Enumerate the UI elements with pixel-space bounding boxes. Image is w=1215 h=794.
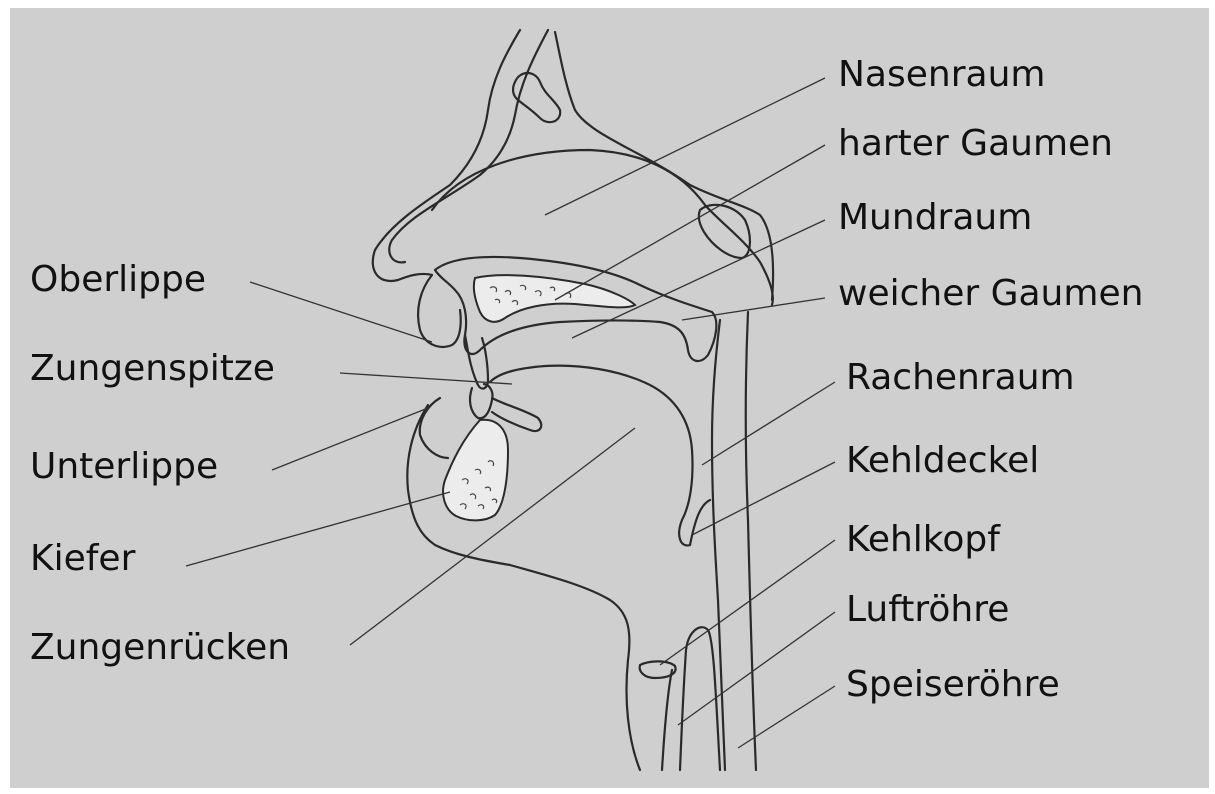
label-nasenraum: Nasenraum [838, 57, 1045, 93]
leader-rachenraum [702, 382, 835, 465]
palate-upper [435, 257, 716, 361]
leader-harter-gaumen [555, 145, 825, 300]
label-speiseroehre: Speiseröhre [846, 667, 1060, 703]
leader-luftroehre [678, 612, 835, 725]
lower-lip [420, 398, 448, 458]
spine-front [746, 312, 756, 770]
label-oberlippe: Oberlippe [30, 262, 206, 298]
epiglottis [690, 500, 710, 545]
leader-zungenspitze [340, 373, 512, 384]
hard-palate-bone [474, 275, 635, 322]
label-rachenraum: Rachenraum [846, 360, 1075, 396]
leader-oberlippe [250, 282, 432, 342]
nasal-concha [513, 73, 560, 122]
leader-mundraum [572, 220, 825, 338]
label-zungenspitze: Zungenspitze [30, 351, 275, 387]
label-mundraum: Mundraum [838, 200, 1032, 236]
label-kiefer: Kiefer [30, 541, 135, 577]
label-zungenruecken: Zungenrücken [30, 630, 290, 666]
leader-kiefer [186, 492, 450, 566]
label-kehlkopf: Kehlkopf [846, 522, 1000, 558]
trachea-front [662, 670, 672, 770]
label-harter-gaumen: harter Gaumen [838, 126, 1113, 162]
label-unterlippe: Unterlippe [30, 449, 218, 485]
tongue-tip [490, 366, 693, 546]
face-outline-inner [389, 30, 548, 262]
pharynx-wall [712, 320, 725, 770]
label-kehldeckel: Kehldeckel [846, 443, 1039, 479]
leader-kehlkopf [660, 540, 835, 665]
upper-lip [418, 275, 461, 347]
label-weicher-gaumen: weicher Gaumen [838, 276, 1143, 312]
leader-unterlippe [272, 408, 428, 470]
label-luftroehre: Luftröhre [846, 592, 1009, 628]
chin-throat [510, 565, 640, 770]
leader-nasenraum [545, 78, 825, 215]
